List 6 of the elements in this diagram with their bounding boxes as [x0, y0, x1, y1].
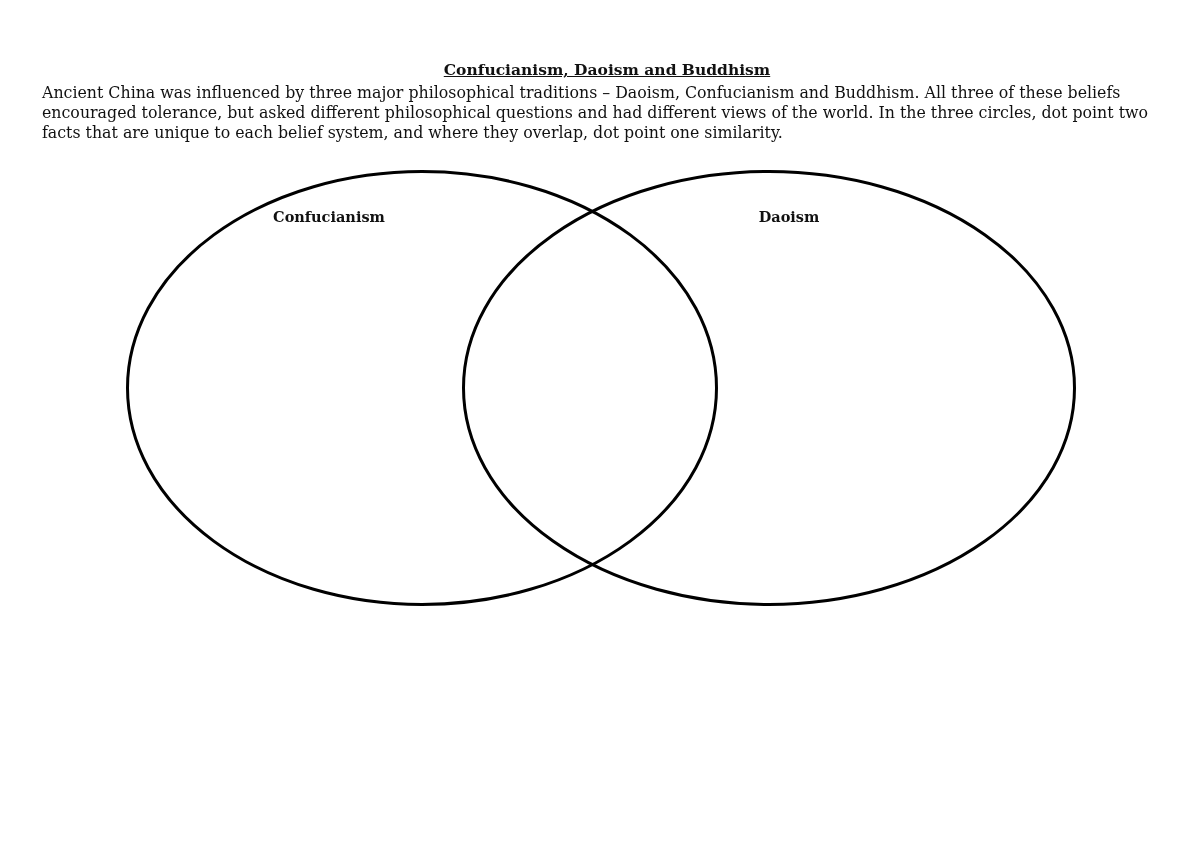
venn-circle	[462, 170, 1076, 606]
venn-circle	[126, 170, 718, 606]
circle-heading: Daoism	[758, 208, 820, 226]
title: Confucianism, Daoism and Buddhism	[443, 60, 771, 79]
instructions-paragraph: Ancient China was influenced by three major philosophical traditions – Daoism, Confucianism and Buddhism. All three of these beliefs encouraged tolerance, but asked different philosophical questions and had different views of the world. In the three circles, dot point two facts that are unique to each belief system, and where they overlap, dot point one similarity.	[42, 83, 1150, 143]
circle-heading: Confucianism	[273, 208, 385, 226]
